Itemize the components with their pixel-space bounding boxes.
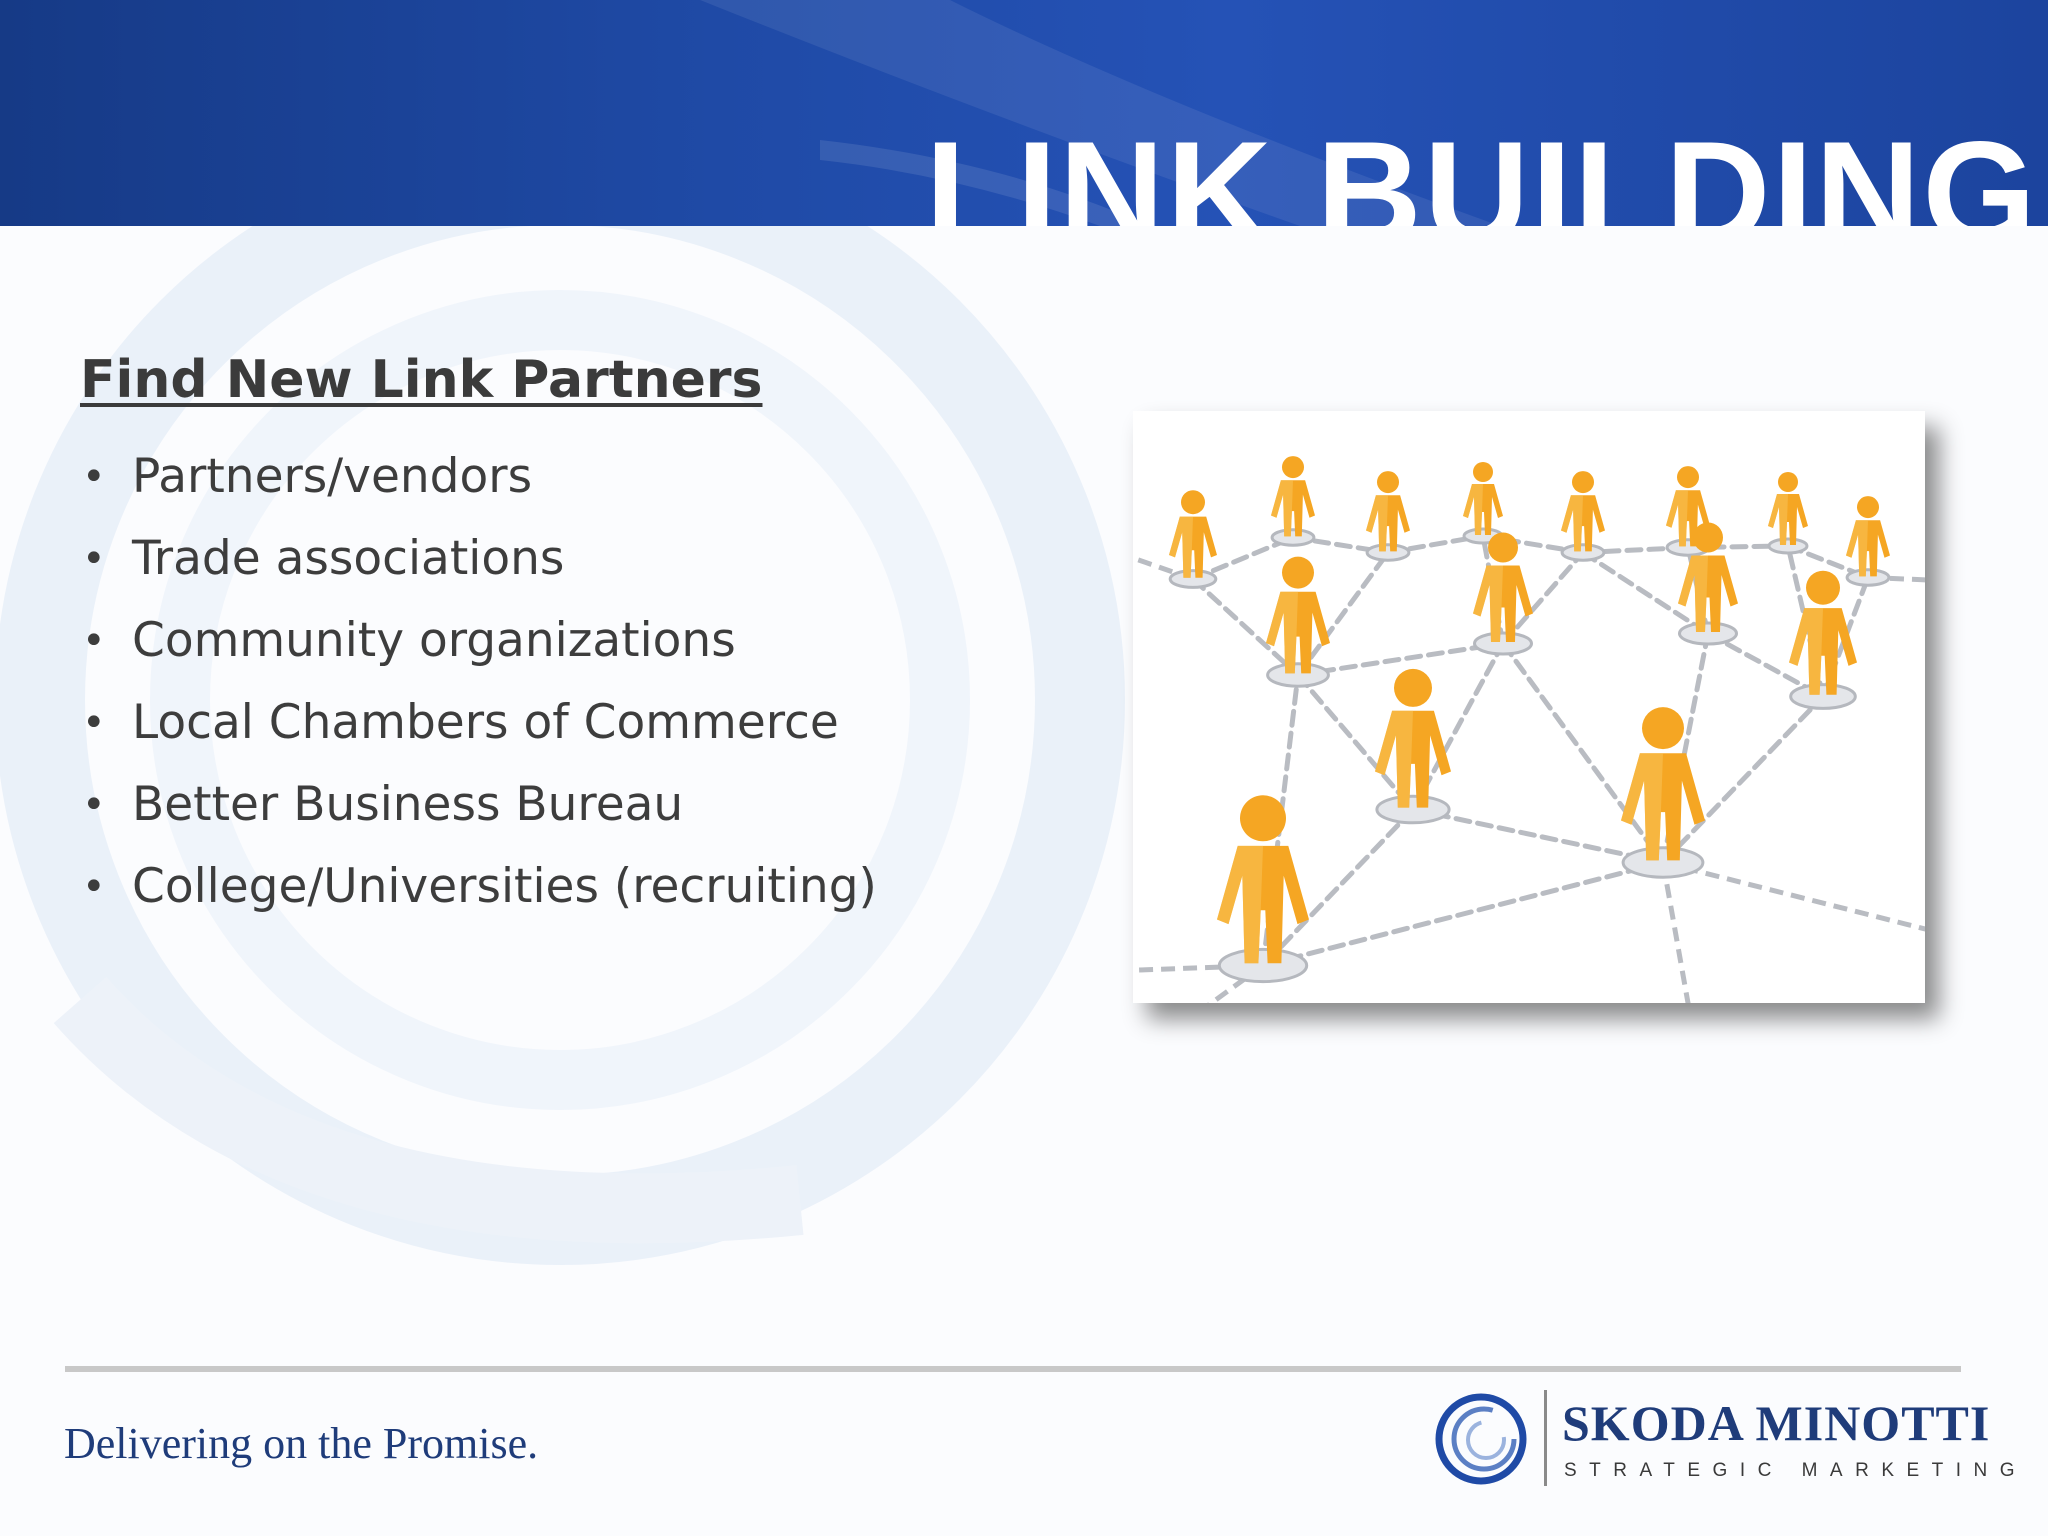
network-node (1375, 794, 1451, 825)
person-figure (1473, 532, 1533, 642)
bullet-text: Community organizations (132, 613, 736, 668)
network-link (1295, 550, 1391, 678)
network-link (1662, 860, 1925, 932)
network-link (1207, 963, 1265, 1003)
person-figure (1666, 466, 1710, 547)
person-figure (1621, 707, 1705, 861)
person-figure (1463, 462, 1503, 535)
person-figure (1271, 456, 1315, 537)
bullet-item: • Partners/vendors (80, 442, 877, 524)
slide-title: LINK BUILDING (925, 120, 2038, 226)
network-link (1685, 543, 1791, 550)
bullet-text: Partners/vendors (132, 449, 533, 504)
person-figure (1217, 795, 1309, 964)
bullet-text: Local Chambers of Commerce (132, 695, 839, 750)
person-figure (1768, 472, 1808, 545)
bullet-icon: • (82, 454, 106, 500)
network-link (1660, 694, 1826, 865)
person-figure (1366, 471, 1410, 552)
footer-divider (65, 1366, 1961, 1372)
network-link (1500, 550, 1586, 646)
network-node (1560, 543, 1606, 562)
network-people-image (1133, 411, 1925, 1003)
network-node (1845, 568, 1891, 587)
network-link (1190, 576, 1301, 678)
person-figure (1266, 556, 1330, 674)
bullet-text: College/Universities (recruiting) (132, 859, 877, 914)
network-node (1621, 846, 1705, 879)
company-logo: SKODA MINOTTI STRATEGIC MARKETING (1434, 1390, 2015, 1490)
bullet-list: • Partners/vendors • Trade associations • C… (80, 442, 877, 934)
person-figure (1846, 496, 1890, 577)
network-node (1473, 631, 1533, 656)
bullet-text: Better Business Bureau (132, 777, 684, 832)
network-link (1660, 631, 1711, 865)
section-heading: Find New Link Partners (80, 350, 763, 410)
network-link (1410, 807, 1666, 865)
network-node (1217, 947, 1309, 984)
network-node (1678, 621, 1738, 646)
swirl-logo-icon (1435, 1393, 1527, 1485)
people-network-illustration (1133, 411, 1925, 1003)
network-node (1270, 528, 1316, 547)
bullet-icon: • (82, 782, 106, 828)
network-node (1767, 537, 1809, 555)
network-link (1295, 641, 1506, 678)
network-link (1260, 807, 1416, 968)
bullet-item: • Community organizations (80, 606, 877, 688)
logo-separator (1544, 1390, 1547, 1486)
network-link (1580, 550, 1711, 636)
network-node (1168, 569, 1218, 589)
network-link (1260, 860, 1666, 968)
person-figure (1561, 471, 1605, 552)
person-figure (1169, 490, 1217, 578)
footer-tagline: Delivering on the Promise. (64, 1419, 539, 1468)
network-node (1365, 543, 1411, 562)
bullet-icon: • (82, 618, 106, 664)
bullet-item: • College/Universities (recruiting) (80, 852, 877, 934)
network-node (1266, 662, 1330, 688)
logo-subtitle: STRATEGIC MARKETING (1564, 1460, 2028, 1481)
person-figure (1678, 522, 1738, 632)
bullet-icon: • (82, 864, 106, 910)
bullet-item: • Trade associations (80, 524, 877, 606)
network-node (1789, 683, 1857, 710)
network-link (1480, 533, 1586, 555)
person-figure (1789, 570, 1857, 695)
bullet-item: • Local Chambers of Commerce (80, 688, 877, 770)
bullet-icon: • (82, 700, 106, 746)
bullet-icon: • (82, 536, 106, 582)
network-link (1295, 672, 1416, 812)
network-link (1190, 535, 1296, 582)
network-link (1500, 641, 1666, 865)
logo-name: SKODA MINOTTI (1562, 1395, 1991, 1451)
bullet-text: Trade associations (132, 531, 565, 586)
person-figure (1375, 668, 1451, 808)
header-banner: LINK BUILDING (0, 0, 2048, 226)
header-swoosh (700, 0, 1500, 226)
network-link (1660, 862, 1691, 1003)
bullet-item: • Better Business Bureau (80, 770, 877, 852)
